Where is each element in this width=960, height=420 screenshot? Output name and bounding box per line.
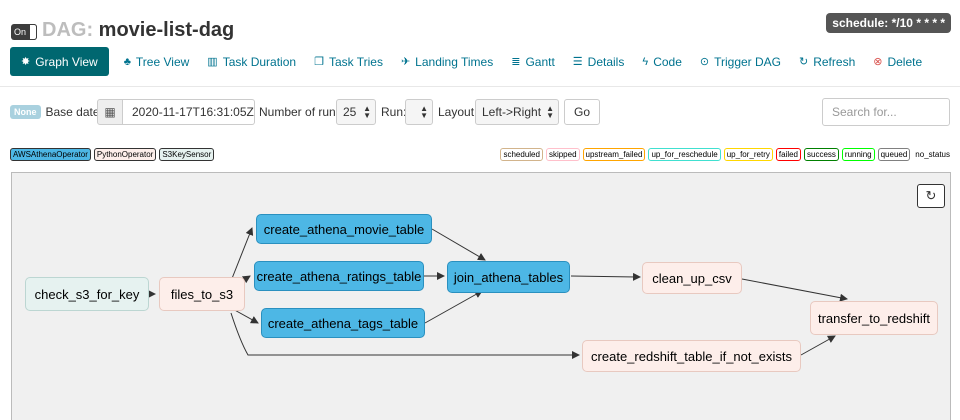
legend-state-scheduled[interactable]: scheduled: [500, 148, 543, 161]
run-label: Run:: [381, 105, 407, 119]
tab-label: Gantt: [525, 54, 555, 69]
legend-s3-key-sensor: S3KeySensor: [159, 148, 215, 161]
graph-edges: [148, 227, 848, 359]
base-date-input[interactable]: ▦ 2020-11-17T16:31:05Z: [97, 99, 255, 125]
tab-trigger-dag[interactable]: ⊙ Trigger DAG: [691, 47, 790, 76]
task-join-athena-tables[interactable]: join_athena_tables: [447, 261, 570, 293]
toggle-label: On: [14, 27, 27, 37]
edge: [741, 278, 848, 302]
dag-graph[interactable]: ↻ check_s3_for_key files_to_s3 create_at…: [11, 172, 951, 420]
tab-label: Delete: [887, 54, 923, 69]
state-legend: scheduled skipped upstream_failed up_for…: [500, 148, 952, 161]
legend-state-upstream-failed[interactable]: upstream_failed: [582, 148, 646, 161]
task-files-to-s3[interactable]: files_to_s3: [159, 277, 245, 311]
chart-icon: ▥: [207, 56, 218, 68]
num-runs-label: Number of runs:: [259, 105, 346, 119]
select-arrows-icon: ▲▼: [420, 104, 428, 120]
layout-select[interactable]: Left->Right ▲▼: [475, 99, 559, 125]
tab-label: Graph View: [35, 54, 98, 69]
legend-state-up-for-retry[interactable]: up_for_retry: [723, 148, 773, 161]
state-badge: None: [10, 105, 41, 119]
refresh-icon: ↻: [925, 188, 937, 203]
page-title: DAG: movie-list-dag: [42, 19, 234, 42]
go-button[interactable]: Go: [564, 99, 601, 125]
search-input[interactable]: Search for...: [822, 98, 950, 126]
tab-landing-times[interactable]: ✈ Landing Times: [392, 47, 502, 76]
tab-label: Code: [653, 54, 682, 69]
task-create-athena-tags-table[interactable]: create_athena_tags_table: [261, 308, 425, 338]
tab-delete[interactable]: ⊗ Delete: [864, 47, 931, 76]
task-create-redshift-table-if-not-exists[interactable]: create_redshift_table_if_not_exists: [582, 340, 801, 372]
num-runs-select[interactable]: 25 ▲▼: [336, 99, 376, 125]
edge: [230, 312, 580, 359]
num-runs-value: 25: [343, 105, 357, 119]
run-select[interactable]: ▲▼: [405, 99, 433, 125]
plane-icon: ✈: [400, 56, 411, 68]
dag-on-toggle[interactable]: On: [11, 24, 37, 40]
dag-name: movie-list-dag: [98, 19, 235, 41]
tab-gantt[interactable]: ≣ Gantt: [502, 47, 564, 76]
task-transfer-to-redshift[interactable]: transfer_to_redshift: [810, 301, 938, 335]
toggle-knob: [29, 24, 37, 40]
dag-title-prefix: DAG:: [42, 19, 94, 41]
layout-label: Layout:: [438, 105, 478, 119]
edge: [431, 228, 486, 261]
tab-code[interactable]: ϟ Code: [633, 47, 691, 76]
legend-state-no-status[interactable]: no_status: [913, 149, 952, 160]
select-arrows-icon: ▲▼: [363, 104, 371, 120]
tab-details[interactable]: ☰ Details: [564, 47, 634, 76]
legend-state-failed[interactable]: failed: [775, 148, 801, 161]
asterisk-icon: ✸: [21, 56, 31, 68]
tab-label: Task Tries: [328, 54, 383, 69]
legend-state-success[interactable]: success: [804, 148, 839, 161]
schedule-badge: schedule: */10 * * * *: [826, 13, 951, 33]
list-icon: ☰: [572, 56, 583, 68]
legend-athena-operator: AWSAthenaOperator: [10, 148, 91, 161]
dag-nav: ✸ Graph View ♣ Tree View ▥ Task Duration ❐ T…: [10, 47, 931, 76]
layout-value: Left->Right: [482, 105, 542, 119]
edge: [570, 272, 641, 281]
task-create-athena-movie-table[interactable]: create_athena_movie_table: [256, 214, 432, 244]
tab-label: Landing Times: [415, 54, 494, 69]
tab-task-tries[interactable]: ❐ Task Tries: [305, 47, 392, 76]
edge: [800, 335, 836, 356]
select-arrows-icon: ▲▼: [546, 104, 554, 120]
legend-state-up-for-reschedule[interactable]: up_for_reschedule: [648, 148, 721, 161]
bolt-icon: ϟ: [642, 55, 649, 68]
header-divider: [0, 86, 960, 87]
duplicate-icon: ❐: [314, 56, 324, 68]
tab-label: Refresh: [813, 54, 856, 69]
play-icon: ⊙: [699, 56, 710, 68]
refresh-graph-button[interactable]: ↻: [917, 184, 945, 208]
tab-tree-view[interactable]: ♣ Tree View: [115, 47, 199, 76]
tab-task-duration[interactable]: ▥ Task Duration: [198, 47, 305, 76]
delete-icon: ⊗: [873, 56, 883, 68]
legend-state-skipped[interactable]: skipped: [545, 148, 580, 161]
tab-refresh[interactable]: ↻ Refresh: [790, 47, 864, 76]
edge: [424, 290, 483, 324]
tree-icon: ♣: [123, 55, 131, 68]
calendar-icon[interactable]: ▦: [97, 99, 123, 125]
tab-label: Tree View: [135, 54, 190, 69]
refresh-icon: ↻: [799, 56, 809, 68]
tab-label: Trigger DAG: [714, 54, 781, 69]
legend-state-queued[interactable]: queued: [877, 148, 911, 161]
operator-legend: AWSAthenaOperator PythonOperator S3KeySe…: [10, 148, 215, 161]
task-check-s3-for-key[interactable]: check_s3_for_key: [25, 277, 149, 311]
gantt-icon: ≣: [511, 56, 521, 68]
task-clean-up-csv[interactable]: clean_up_csv: [642, 262, 742, 294]
base-date-field[interactable]: 2020-11-17T16:31:05Z: [123, 99, 255, 125]
state-badge-group: None Base date:: [10, 99, 103, 125]
tab-label: Details: [587, 54, 625, 69]
legend-python-operator: PythonOperator: [93, 148, 157, 161]
edge: [230, 227, 254, 282]
tab-graph-view[interactable]: ✸ Graph View: [10, 47, 109, 76]
task-create-athena-ratings-table[interactable]: create_athena_ratings_table: [254, 261, 424, 291]
tab-label: Task Duration: [222, 54, 297, 69]
legend-state-running[interactable]: running: [841, 148, 875, 161]
base-date-label: Base date:: [45, 105, 103, 119]
